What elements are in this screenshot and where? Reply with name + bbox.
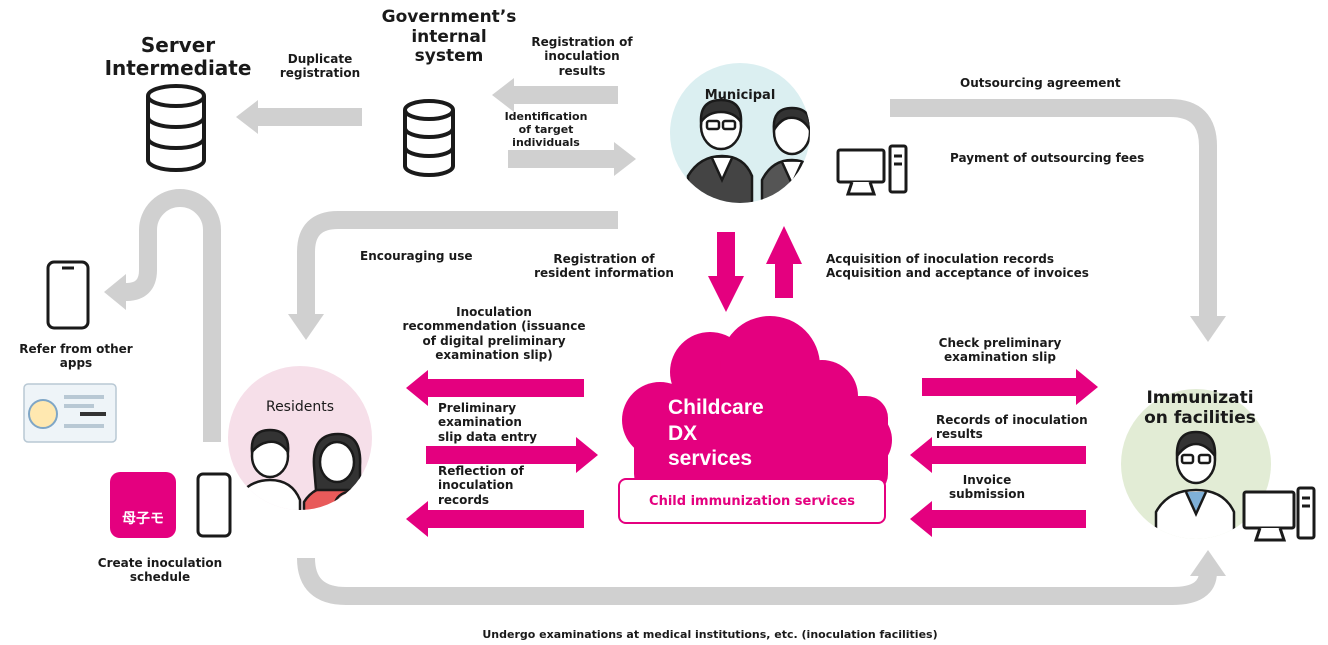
server-title: Server Intermediate — [104, 33, 252, 80]
label-refer-apps: Refer from other apps — [19, 342, 133, 371]
label-recommendation: Inoculation recommendation (issuance of … — [402, 305, 586, 363]
label-acquisition-records: Acquisition of inoculation records Acqui… — [826, 252, 1089, 281]
arrow-records-results — [910, 437, 1086, 473]
arrow-server-loop — [104, 189, 221, 442]
arrow-identification — [508, 142, 636, 176]
municipal-title: Municipal — [704, 88, 776, 103]
app-icon-text: 母子モ — [122, 511, 164, 527]
label-registration-results: Registration of inoculation results — [531, 35, 633, 78]
computer-icon — [1242, 486, 1316, 542]
database-icon — [403, 99, 455, 177]
label-create-schedule: Create inoculation schedule — [97, 556, 223, 585]
arrow-check-slip — [922, 369, 1098, 405]
label-data-entry: Preliminary examination slip data entry — [438, 401, 537, 444]
cloud-title: Childcare DX services — [668, 396, 764, 471]
label-records-results: Records of inoculation results — [936, 413, 1088, 442]
facilities-title: Immunizati on facilities — [1144, 388, 1256, 428]
arrow-encouraging-use — [288, 211, 618, 340]
label-encouraging-use: Encouraging use — [360, 249, 473, 263]
magenta-arrows — [406, 226, 1098, 537]
label-outsourcing-agreement: Outsourcing agreement — [960, 76, 1121, 90]
arrow-recommendation — [406, 370, 584, 406]
label-identification: Identification of target individuals — [504, 110, 588, 150]
doctor-icon — [1154, 430, 1236, 539]
smartphone-icon — [196, 472, 232, 538]
computer-icon — [836, 144, 908, 196]
boshimo-app-icon: 母子モ — [110, 472, 176, 538]
label-check-slip: Check preliminary examination slip — [938, 336, 1062, 365]
id-card-icon — [23, 383, 117, 443]
childcare-cloud — [622, 316, 892, 496]
label-duplicate-registration: Duplicate registration — [279, 52, 361, 81]
arrow-outsourcing — [890, 99, 1226, 342]
arrow-undergo-examinations — [297, 550, 1226, 605]
residents-title: Residents — [265, 399, 335, 415]
arrow-acquisition-records — [766, 226, 802, 298]
gray-flow-arrows — [104, 78, 1226, 605]
arrow-duplicate-registration — [236, 100, 362, 134]
arrow-invoice — [910, 501, 1086, 537]
arrow-reflection — [406, 501, 584, 537]
arrow-registration-results — [492, 78, 618, 112]
child-immunization-services-box: Child immunization services — [618, 478, 886, 524]
label-invoice: Invoice submission — [948, 473, 1026, 502]
label-reflection: Reflection of inoculation records — [438, 464, 524, 507]
gov-system-title: Government’s internal system — [381, 7, 517, 67]
database-icon — [146, 84, 206, 172]
arrow-registration-resident — [708, 232, 744, 312]
label-registration-resident: Registration of resident information — [534, 252, 674, 281]
smartphone-icon — [46, 260, 90, 330]
label-payment-fees: Payment of outsourcing fees — [950, 151, 1145, 165]
arrow-data-entry — [426, 437, 598, 473]
label-undergo-examinations: Undergo examinations at medical institut… — [482, 628, 938, 641]
service-box-label: Child immunization services — [649, 493, 855, 509]
